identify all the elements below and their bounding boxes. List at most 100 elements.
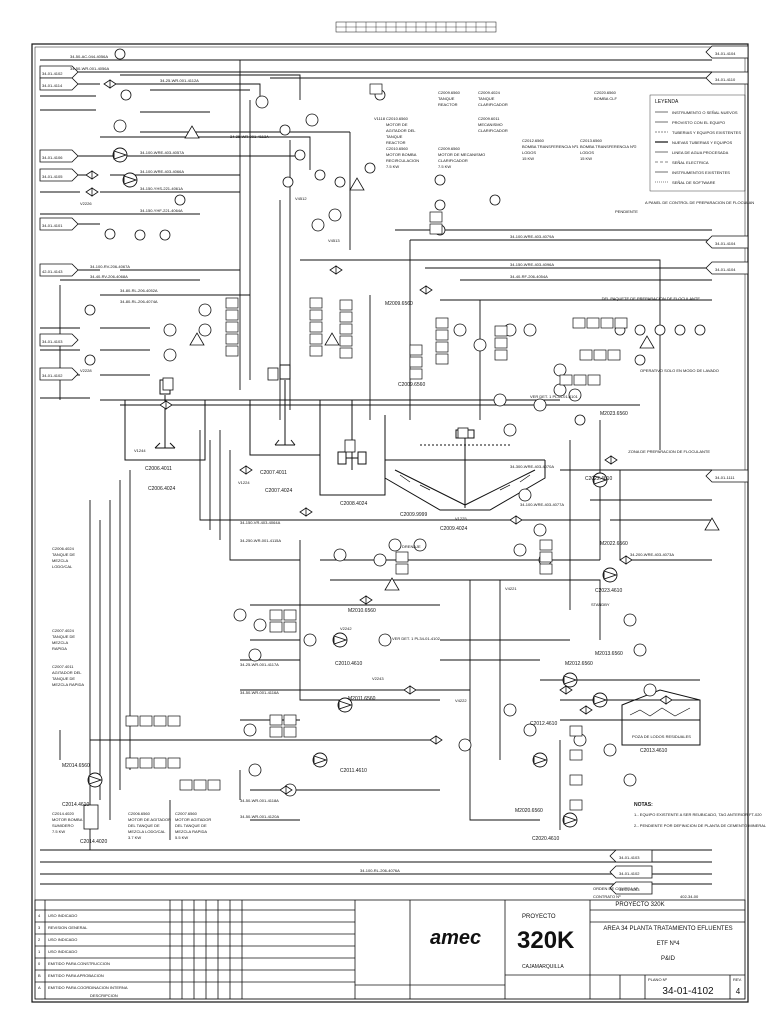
- pipe-labels: 34-50-AC-044-4056A 34-50-WR-001-4056A 34…: [70, 54, 674, 873]
- reference-label: 34-01-1111: [715, 475, 735, 480]
- equipment-tag: C2009.9999: [400, 512, 427, 518]
- equipment-desc-tag: C2009.6011: [478, 116, 500, 121]
- equipment-desc-line: 15 KW: [580, 156, 592, 161]
- pipe-label: 34-200-WRE-403-4073A: [630, 552, 674, 557]
- revision-rev: B: [38, 973, 41, 978]
- annotation: STANDBY: [591, 602, 610, 607]
- equipment-desc-line: 5.5 KW: [175, 835, 188, 840]
- pipe-label: 34-80-RL-206-4052A: [120, 288, 158, 293]
- revision-number: 4: [736, 987, 741, 996]
- equipment-desc-tag: C2007.4011: [52, 664, 74, 669]
- reference-label: 34-01-4114: [42, 83, 63, 88]
- equipment-tag: C2007.4024: [265, 488, 292, 494]
- reference-label: 34-01-4103: [619, 887, 640, 892]
- equipment-desc-line: LODO/CAL: [52, 564, 73, 569]
- equipment-desc-line: 3.7 KW: [128, 835, 141, 840]
- pipe-label: 34-150-VR-403-4064A: [240, 520, 281, 525]
- tank-c2007: [249, 364, 321, 456]
- pipe-label: 34-150-YHF-221-4064A: [140, 208, 183, 213]
- equipment-desc-tag: C2007.4024: [52, 628, 75, 633]
- title-line-2: AREA 34 PLANTA TRATAMIENTO EFLUENTES: [603, 926, 732, 932]
- equipment-desc-tag: C2009.4024: [478, 90, 501, 95]
- equipment-tag: C2006.4024: [148, 486, 175, 492]
- valve-tag: V1224: [238, 480, 250, 485]
- clarifier-c2009: [384, 429, 546, 511]
- equipment-desc-tag: C2012.6560: [522, 138, 545, 143]
- equipment-desc-line: BOMBA TRANSFERENCIA Nº1: [522, 144, 579, 149]
- equipment-tag: C2011.4610: [340, 768, 367, 774]
- right-offpage-connectors: [609, 45, 749, 895]
- equipment-tag: C2014.4020: [80, 839, 107, 845]
- reference-label: 34-01-4104: [715, 51, 736, 56]
- equipment-tag: M2010.6560: [348, 608, 376, 614]
- pipe-label: 34-100-RL-206-4076A: [360, 868, 400, 873]
- equipment-desc-line: CLARIFICADOR: [478, 102, 508, 107]
- equipment-desc-line: BOMBA TRANSFERENCIA Nº2: [580, 144, 637, 149]
- equipment-desc-line: TANQUE DE: [52, 676, 75, 681]
- equipment-desc-tag: C2013.6560: [580, 138, 603, 143]
- legend-item: INSTRUMENTOS EXISTENTES: [672, 170, 730, 175]
- revision-rev: A: [38, 985, 41, 990]
- equipment-desc-line: RECIRCULACION: [386, 158, 419, 163]
- equipment-tag: M2009.6560: [385, 301, 413, 307]
- legend-item: SEÑAL DE SOFTWARE: [672, 180, 716, 185]
- equipment-desc-line: BOMBA CLF: [594, 96, 617, 101]
- equipment-tags: C2006.4011 C2006.4024 C2007.4011 C2007.4…: [62, 301, 667, 845]
- pipe-label: 34-100-WRE-403-4066A: [140, 169, 184, 174]
- equipment-tag: C2020.4610: [532, 836, 559, 842]
- revision-desc: USO INDICADO: [48, 937, 77, 942]
- equipment-desc-line: REACTOR: [386, 140, 406, 145]
- equipment-desc-tag: C2020.6560: [594, 90, 617, 95]
- annotation: OPERATIVO SOLO EN MODO DE LAVADO: [640, 368, 719, 373]
- equipment-desc-line: MOTOR DE MECANISMO: [438, 152, 485, 157]
- tank-c2008: [319, 400, 386, 496]
- revision-desc: EMITIDO PARA COORDINACION INTERNA: [48, 985, 128, 990]
- valve-tag: V1225: [455, 516, 467, 521]
- equipment-desc-line: MEZCLA RAPIDA: [52, 682, 84, 687]
- annotation: POZA DE LODOS RESIDUALES: [632, 734, 691, 739]
- legend-item: TUBERIAS Y EQUIPOS EXISTENTES: [672, 130, 741, 135]
- revision-rev: 3: [38, 925, 41, 930]
- equipment-desc-tag: C2009.6560: [438, 90, 461, 95]
- annotation: A PANEL DE CONTROL DE PREPARACION DE FLO…: [645, 200, 754, 205]
- warning-triangles: [184, 125, 720, 591]
- equipment-tag: M2020.6560: [515, 808, 543, 814]
- annotation: DRENAJE: [402, 544, 421, 549]
- contract-number: 402-34-00: [680, 894, 699, 899]
- project-logo-line3: CAJAMARQUILLA: [522, 964, 564, 970]
- order-label: ORDEN DE COMPRA Nº: [593, 886, 639, 891]
- equipment-tag: C2010.4610: [335, 661, 362, 667]
- reference-label: 34-01-4101: [42, 223, 63, 228]
- reference-label: 34-01-4102: [42, 373, 63, 378]
- equipment-desc-line: TANQUE: [386, 134, 403, 139]
- pipe-label: 34-300-WRE-403-4070A: [510, 464, 554, 469]
- equipment-desc-line: MOTOR DE AGITADOR: [128, 817, 171, 822]
- equipment-desc-line: DEL TANQUE DE: [175, 823, 207, 828]
- pipe-label: 34-100-RV-206-4067A: [90, 264, 130, 269]
- equipment-desc-tag: C2009.6560: [438, 146, 461, 151]
- revision-rev: 2: [38, 937, 41, 942]
- pipe-label: 34-100-WRE-403-4057A: [140, 150, 184, 155]
- reference-label: 34-01-4102: [42, 71, 63, 76]
- equipment-desc-line: 7.5 KW: [386, 164, 399, 169]
- equipment-desc-tag: C2010.6560: [386, 146, 409, 151]
- equipment-tag: C2022.4610: [585, 476, 612, 482]
- equipment-desc-line: CLARIFICADOR: [478, 128, 508, 133]
- legend-item: INSTRUMENTO O SEÑAL NUEVOS: [672, 110, 738, 115]
- reference-label: 34-01-4102: [619, 871, 640, 876]
- equipment-desc-line: TANQUE: [478, 96, 495, 101]
- title-line-1: PROYECTO 320K: [615, 902, 664, 908]
- revision-table: 4 USO INDICADO 3 REVISION GENERAL 2 USO …: [38, 913, 128, 998]
- equipment-desc-line: MEZCLA: [52, 640, 69, 645]
- equipment-desc-line: SUMIDERO: [52, 823, 74, 828]
- equipment-desc-tag: C2006.4024: [52, 546, 75, 551]
- equipment-desc-line: CLARIFICADOR: [438, 158, 468, 163]
- pipe-label: 34-50-WR-001-4120A: [240, 814, 279, 819]
- drawing-number: 34-01-4102: [662, 986, 714, 997]
- reference-label: 34-01-4106: [42, 155, 63, 160]
- equipment-desc-tag: C2006.6560: [128, 811, 151, 816]
- revision-desc: USO INDICADO: [48, 913, 77, 918]
- sheet-border: [31, 43, 749, 1003]
- equipment-desc-line: MEZCLA RAPIDA: [175, 829, 207, 834]
- equipment-desc-line: REACTOR: [438, 102, 458, 107]
